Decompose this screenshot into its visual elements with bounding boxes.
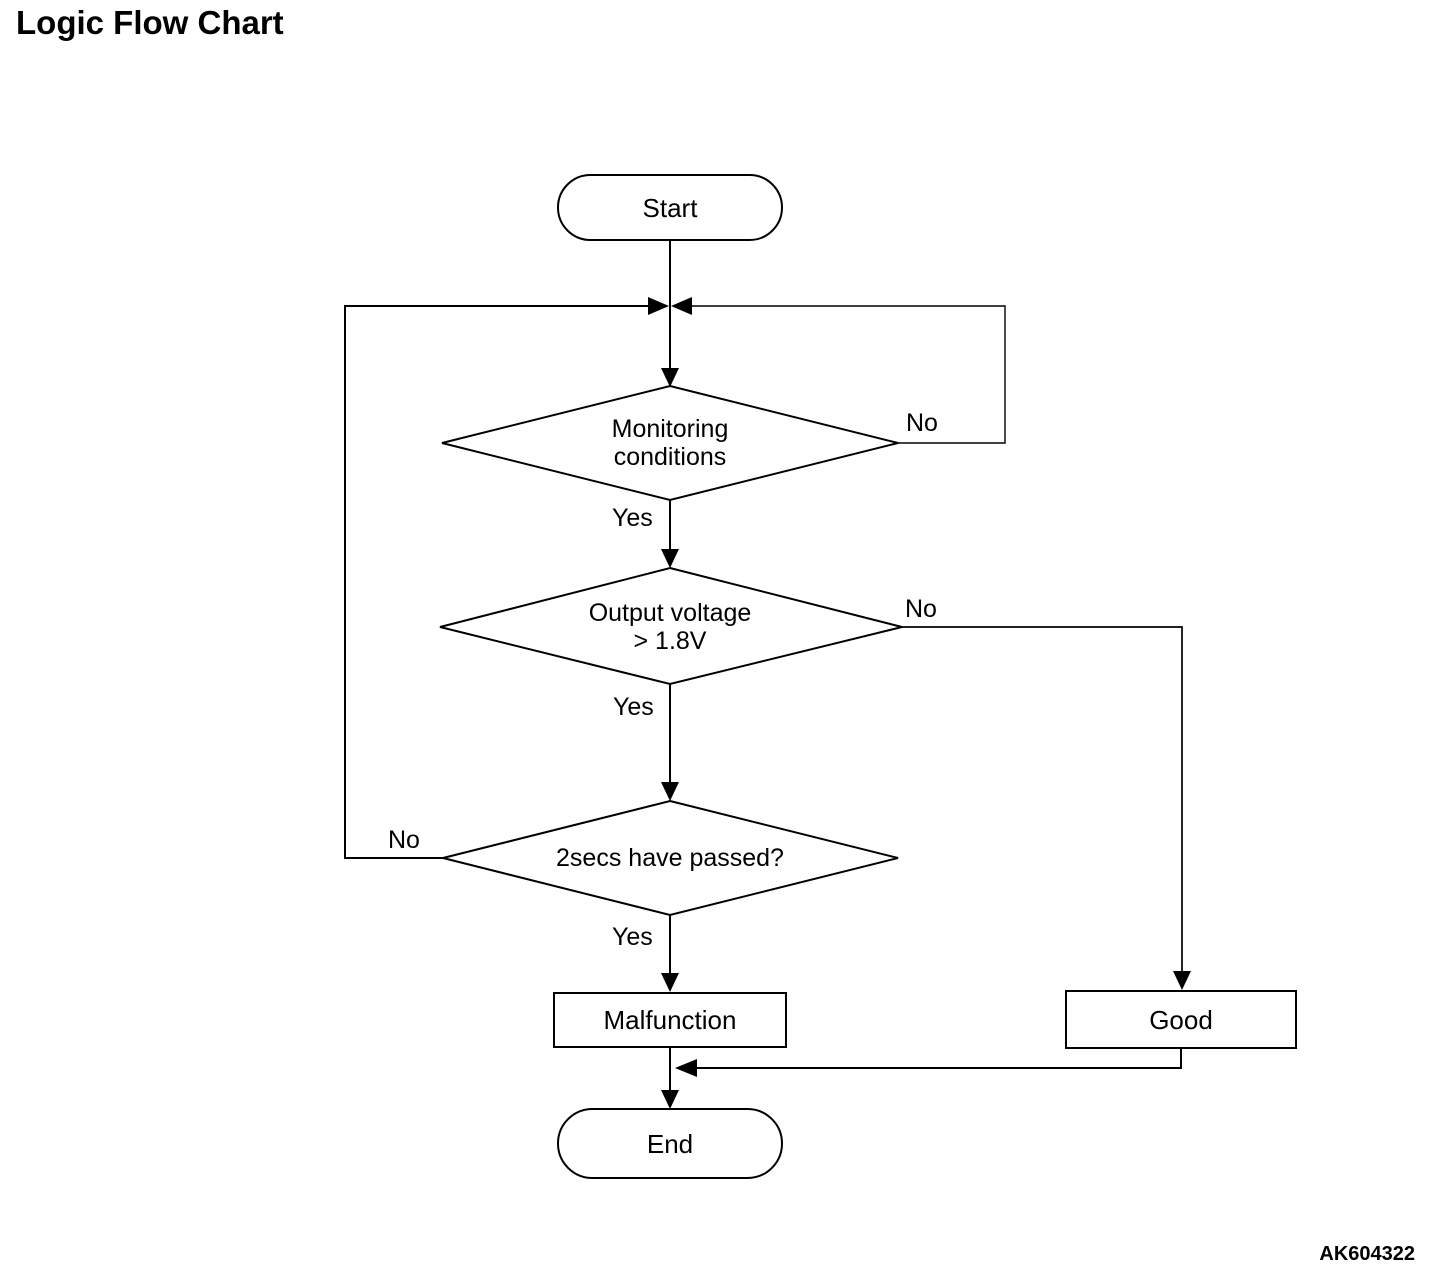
arrowhead-into-end-icon bbox=[661, 1090, 679, 1109]
edge-good-to-join bbox=[697, 1049, 1182, 1069]
node-malfunction: Malfunction bbox=[553, 992, 787, 1048]
edge-monitoring-no-loop bbox=[691, 305, 1006, 444]
node-end-label: End bbox=[646, 1128, 694, 1159]
node-good-label: Good bbox=[1149, 1004, 1213, 1035]
arrowhead-good-join-icon bbox=[675, 1059, 697, 1077]
arrowhead-into-twosecs-icon bbox=[661, 782, 679, 801]
decision-twosecs-label: 2secs have passed? bbox=[556, 844, 784, 872]
label-voltage-no: No bbox=[905, 595, 937, 623]
decision-voltage-label: Output voltage > 1.8V bbox=[520, 599, 820, 655]
figure-code: AK604322 bbox=[1319, 1243, 1415, 1265]
decision-monitoring-label-line2: conditions bbox=[613, 443, 727, 471]
node-start-label: Start bbox=[642, 192, 698, 223]
node-malfunction-label: Malfunction bbox=[603, 1005, 737, 1035]
decision-monitoring-conditions bbox=[441, 384, 899, 502]
arrowhead-junction-from-right-icon bbox=[671, 297, 692, 315]
label-twosecs-yes: Yes bbox=[612, 923, 653, 951]
arrowhead-junction-from-left-icon bbox=[648, 297, 669, 315]
edge-twosecs-no-loop bbox=[344, 305, 649, 859]
arrowhead-into-good-icon bbox=[1173, 971, 1191, 990]
decision-monitoring-label-line1: Monitoring bbox=[611, 415, 729, 443]
arrowhead-into-voltage-icon bbox=[661, 549, 679, 568]
label-monitoring-no: No bbox=[906, 409, 938, 437]
page-title: Logic Flow Chart bbox=[16, 4, 284, 41]
decision-monitoring-label: Monitoring conditions bbox=[520, 415, 820, 471]
decision-voltage-label-line2: > 1.8V bbox=[633, 627, 707, 655]
arrowhead-into-monitoring-icon bbox=[661, 368, 679, 387]
decision-output-voltage bbox=[439, 566, 903, 686]
node-good: Good bbox=[1065, 990, 1297, 1049]
edge-voltage-no bbox=[902, 626, 1183, 972]
node-start: Start bbox=[557, 174, 783, 241]
arrowhead-into-malfunction-icon bbox=[661, 973, 679, 992]
label-twosecs-no: No bbox=[388, 826, 420, 854]
label-monitoring-yes: Yes bbox=[612, 504, 653, 532]
node-end: End bbox=[557, 1108, 783, 1179]
decision-2secs-passed bbox=[442, 799, 899, 917]
decision-voltage-label-line1: Output voltage bbox=[588, 599, 752, 627]
label-voltage-yes: Yes bbox=[613, 693, 654, 721]
